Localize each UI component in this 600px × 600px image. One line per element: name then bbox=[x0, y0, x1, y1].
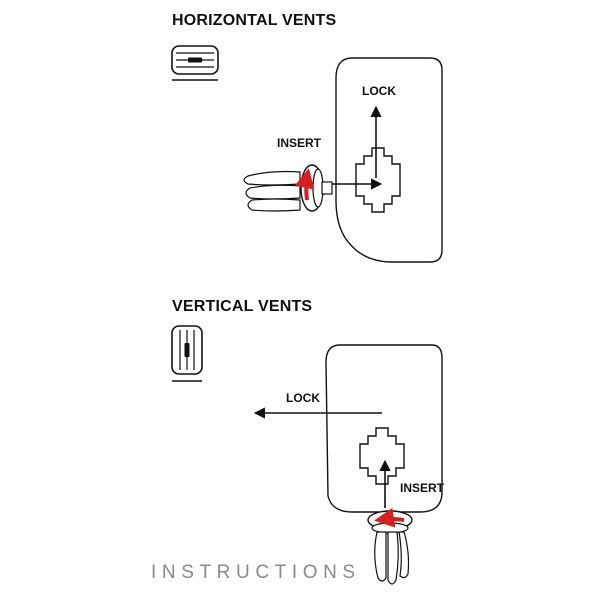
vertical-vent-icon bbox=[171, 325, 203, 382]
lock-label: LOCK bbox=[286, 391, 320, 405]
insert-label: INSERT bbox=[277, 136, 322, 150]
lock-label: LOCK bbox=[362, 84, 396, 98]
vent-clip-icon bbox=[243, 164, 333, 212]
horizontal-vent-icon bbox=[171, 45, 219, 81]
vent-clip-icon bbox=[367, 507, 413, 585]
mount-plate-icon bbox=[335, 57, 443, 263]
instructions-footer: INSTRUCTIONS bbox=[151, 562, 361, 583]
section-heading-horizontal-vents: HORIZONTAL VENTS bbox=[172, 12, 337, 29]
mount-plate-icon bbox=[325, 344, 443, 513]
insert-label: INSERT bbox=[400, 481, 445, 495]
section-heading-vertical-vents: VERTICAL VENTS bbox=[172, 298, 313, 315]
